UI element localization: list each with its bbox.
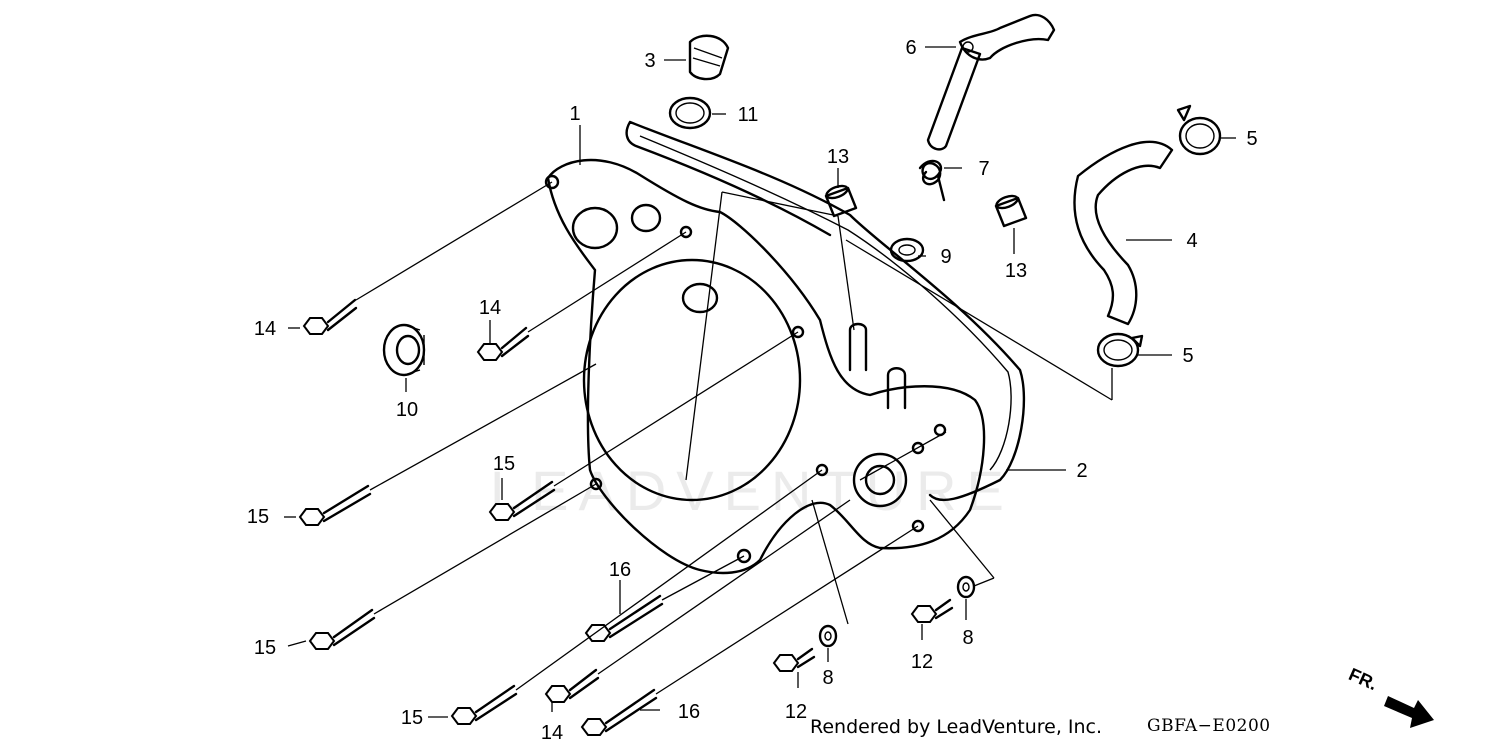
bolt-part-12-a: [910, 598, 954, 623]
bolt-part-15-a: [298, 484, 372, 526]
callout-4: 4: [1186, 230, 1197, 252]
cover-boss-center: [681, 282, 719, 314]
oil-seal-part-9: [889, 237, 925, 263]
callout-14-left: 14: [254, 318, 276, 340]
bolt-hole: [544, 174, 560, 190]
washer-part-8-a: [956, 575, 976, 599]
callout-5-lower: 5: [1182, 345, 1193, 367]
bolt-hole: [736, 548, 752, 564]
gasket-inner-edge: [639, 135, 1012, 471]
callout-15-lower-left: 15: [254, 637, 276, 659]
callout-10: 10: [396, 399, 418, 421]
callout-9: 9: [940, 246, 951, 268]
callout-11: 11: [738, 104, 759, 126]
callout-5-upper: 5: [1246, 128, 1257, 150]
bolt-hole: [679, 225, 693, 239]
callout-8-right: 8: [962, 627, 973, 649]
bolt-part-16-a: [584, 594, 664, 642]
callout-16-lower: 16: [678, 701, 700, 723]
bolt-part-15-d: [450, 684, 518, 725]
callout-13-left: 13: [827, 146, 849, 168]
shaft-lever-part-6: [926, 13, 1056, 151]
o-ring-part-11: [668, 96, 712, 130]
callout-15-upper: 15: [493, 453, 515, 475]
leader-lines: [284, 46, 1236, 718]
spring-part-7: [918, 159, 946, 202]
bolt-part-15-c: [308, 608, 376, 650]
callout-2: 2: [1076, 460, 1087, 482]
front-direction-arrow-icon: FR.: [1346, 664, 1434, 728]
bolt-part-15-b: [488, 480, 556, 521]
callout-13-right: 13: [1005, 260, 1027, 282]
callout-12-left: 12: [785, 701, 807, 723]
cover-boss-upper-left: [571, 206, 619, 250]
bolt-hole: [815, 463, 829, 477]
callout-15-bottom: 15: [401, 707, 423, 729]
callout-16-upper: 16: [609, 559, 631, 581]
cover-boss-filler: [630, 203, 662, 233]
water-pump-housing: [852, 452, 908, 508]
bolt-part-14-mid: [476, 326, 530, 361]
diagram-code: GBFA−E0200: [1147, 716, 1271, 736]
coolant-inlet-pipe: [886, 367, 907, 410]
dowel-pin-part-13-left: [824, 184, 858, 218]
clutch-cover-dome: [582, 258, 802, 502]
oil-seal-part-10: [382, 323, 426, 377]
bolt-part-12-b: [772, 647, 816, 672]
bolt-hole: [589, 477, 603, 491]
callout-8-left: 8: [822, 667, 833, 689]
washer-part-8-b: [818, 624, 838, 648]
bolt-hole: [911, 441, 925, 455]
crankcase-cover-part-1: [546, 158, 986, 575]
coolant-outlet-pipe: [848, 322, 868, 372]
callout-12-right: 12: [911, 651, 933, 673]
callout-15-left: 15: [247, 506, 269, 528]
bolt-part-14-upper-left: [302, 298, 358, 335]
water-pump-bore: [864, 464, 896, 496]
callout-7: 7: [978, 158, 989, 180]
bolt-part-16-b: [580, 688, 658, 736]
svg-text:FR.: FR.: [1346, 664, 1381, 694]
callout-1: 1: [569, 103, 580, 125]
callout-14-lower: 14: [541, 722, 563, 744]
watermark-text: LEADVENTURE: [490, 459, 1014, 522]
oil-filler-cap-part-3: [688, 34, 730, 81]
hose-clamp-part-5-upper: [1176, 104, 1222, 156]
callout-labels: 1 2 3 4 5 5 6 7 8 8 9 10 11 12 12 13 13 …: [247, 37, 1258, 744]
callout-14-mid: 14: [479, 297, 501, 319]
render-credit: Rendered by LeadVenture, Inc.: [810, 716, 1103, 738]
callout-3: 3: [644, 50, 655, 72]
hose-clamp-part-5-lower: [1096, 332, 1144, 368]
bolt-part-14-lower: [544, 668, 600, 703]
callout-6: 6: [905, 37, 916, 59]
water-hose-part-4: [1073, 140, 1174, 326]
dowel-pin-part-13-right: [994, 194, 1028, 228]
bolt-hole: [791, 325, 805, 339]
bolt-hole: [911, 519, 925, 533]
